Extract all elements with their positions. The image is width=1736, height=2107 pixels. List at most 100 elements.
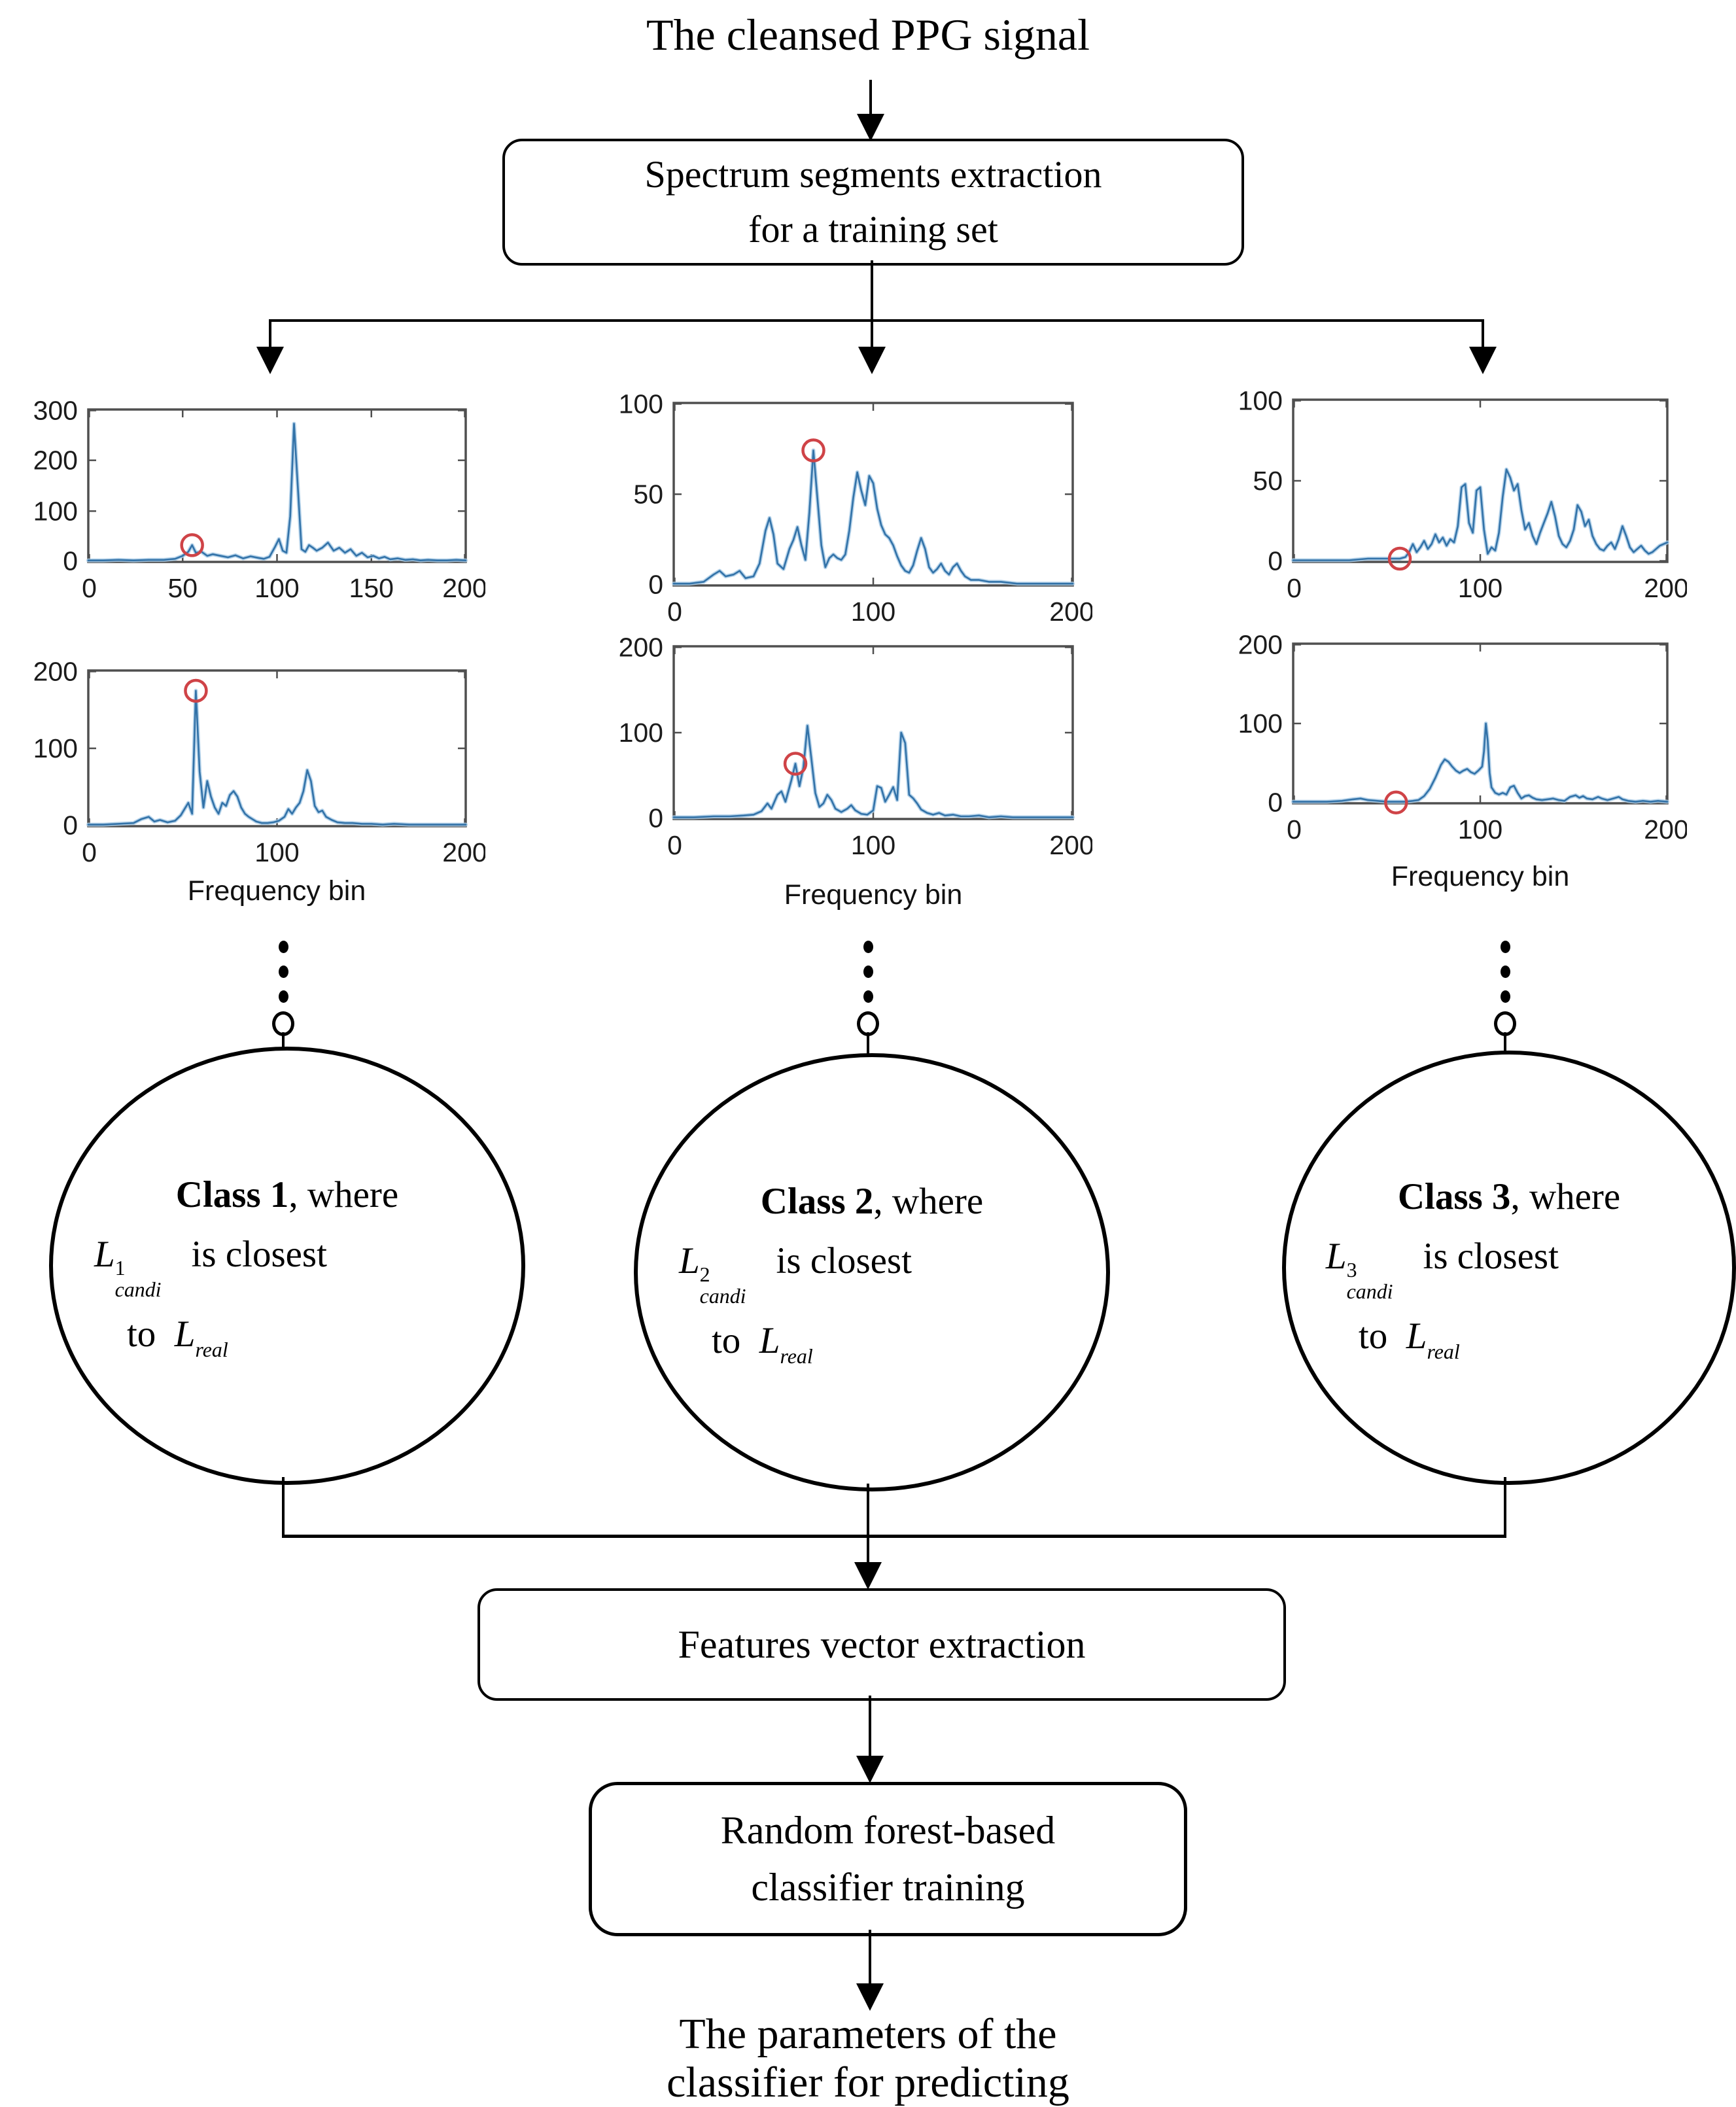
branch-stem-line bbox=[871, 260, 873, 321]
connector-line bbox=[867, 1032, 869, 1056]
merge-center-line bbox=[867, 1484, 869, 1539]
svg-text:0: 0 bbox=[63, 546, 78, 576]
svg-text:0: 0 bbox=[63, 810, 78, 841]
arrow-line-to-rf bbox=[869, 1696, 871, 1757]
arrow-line-to-features bbox=[867, 1538, 869, 1564]
random-forest-box: Random forest-based classifier training bbox=[589, 1782, 1187, 1936]
svg-text:100: 100 bbox=[1458, 573, 1502, 603]
svg-text:50: 50 bbox=[1253, 466, 1283, 496]
random-forest-line1: Random forest-based bbox=[720, 1809, 1056, 1852]
svg-text:0: 0 bbox=[1268, 788, 1283, 818]
arrow-head-title-to-spectrum-icon bbox=[857, 114, 884, 141]
svg-text:200: 200 bbox=[1644, 814, 1687, 845]
svg-text:100: 100 bbox=[1238, 708, 1283, 739]
class3-spectrum-bottom-svg: 0 100 200 0 100 200 bbox=[1238, 630, 1689, 845]
svg-text:0: 0 bbox=[82, 573, 97, 603]
branch-left-arrow-head-icon bbox=[256, 347, 284, 374]
svg-text:200: 200 bbox=[1644, 573, 1687, 603]
peak-marker-icon bbox=[180, 533, 204, 557]
svg-text:100: 100 bbox=[1458, 814, 1502, 845]
branch-right-arrow-head-icon bbox=[1469, 347, 1497, 374]
peak-marker-icon bbox=[184, 678, 208, 703]
svg-text:100: 100 bbox=[33, 733, 78, 763]
arrow-head-to-rf-icon bbox=[856, 1756, 884, 1783]
ellipsis-dot bbox=[863, 990, 873, 1003]
peak-marker-icon bbox=[801, 438, 825, 462]
branch-horizontal-line bbox=[270, 319, 1484, 322]
svg-text:200: 200 bbox=[619, 633, 663, 663]
svg-text:200: 200 bbox=[33, 445, 78, 476]
random-forest-line2: classifier training bbox=[751, 1866, 1025, 1909]
ellipsis-dot bbox=[1501, 966, 1510, 978]
class2-spectrum-plot-bottom: 0 100 200 0 100 200 bbox=[599, 630, 1094, 875]
svg-text:200: 200 bbox=[442, 837, 485, 867]
class-2-target-line: to Lreal bbox=[711, 1319, 813, 1368]
svg-text:100: 100 bbox=[33, 496, 78, 526]
class-3-target-line: to Lreal bbox=[1358, 1315, 1460, 1363]
branch-left-line bbox=[269, 319, 271, 348]
merge-horizontal-line bbox=[282, 1535, 1506, 1538]
page-title: The cleansed PPG signal bbox=[646, 10, 1090, 60]
output-text-line1: The parameters of the bbox=[679, 2010, 1057, 2058]
svg-text:0: 0 bbox=[82, 837, 97, 867]
connector-line bbox=[1504, 1032, 1506, 1053]
svg-text:100: 100 bbox=[851, 597, 895, 627]
svg-text:200: 200 bbox=[33, 657, 78, 687]
output-text-line2: classifier for predicting bbox=[667, 2059, 1069, 2106]
xlabel-col1: Frequency bin bbox=[187, 875, 366, 907]
svg-text:200: 200 bbox=[1049, 830, 1092, 860]
branch-center-line bbox=[871, 319, 873, 348]
svg-text:0: 0 bbox=[648, 570, 663, 600]
peak-marker-icon bbox=[783, 752, 808, 776]
features-box-label: Features vector extraction bbox=[678, 1622, 1086, 1666]
ellipsis-dot bbox=[279, 990, 288, 1003]
connector-circle-icon bbox=[857, 1011, 879, 1036]
features-box: Features vector extraction bbox=[477, 1588, 1286, 1701]
ellipsis-dot bbox=[863, 966, 873, 978]
class-3-title-line: Class 3, where bbox=[1397, 1176, 1621, 1218]
spectrum-extraction-line2: for a training set bbox=[748, 208, 998, 251]
class-1-title-line: Class 1, where bbox=[175, 1174, 399, 1216]
arrow-line-title-to-spectrum bbox=[869, 80, 872, 116]
class2-spectrum-bottom-svg: 0 100 200 0 100 200 bbox=[619, 633, 1094, 861]
class-2-title-line: Class 2, where bbox=[760, 1181, 984, 1223]
svg-text:100: 100 bbox=[619, 718, 663, 748]
class3-spectrum-plot-bottom: 0 100 200 0 100 200 bbox=[1218, 627, 1689, 859]
ellipsis-dot bbox=[1501, 990, 1510, 1003]
connector-line bbox=[282, 1032, 285, 1049]
xlabel-col3: Frequency bin bbox=[1391, 861, 1570, 892]
class-1-target-line: to Lreal bbox=[126, 1313, 228, 1361]
peak-marker-icon bbox=[1384, 790, 1408, 815]
svg-text:150: 150 bbox=[349, 573, 394, 603]
arrow-line-to-output bbox=[869, 1930, 871, 1985]
ellipsis-dot bbox=[279, 966, 288, 978]
arrow-head-to-features-icon bbox=[854, 1562, 882, 1590]
svg-text:0: 0 bbox=[1287, 814, 1302, 845]
svg-text:0: 0 bbox=[667, 597, 682, 627]
svg-text:0: 0 bbox=[667, 830, 682, 860]
ellipsis-dot bbox=[279, 941, 288, 953]
spectrum-extraction-line1: Spectrum segments extraction bbox=[644, 152, 1102, 196]
svg-text:0: 0 bbox=[648, 803, 663, 833]
ellipsis-dot bbox=[1501, 941, 1510, 953]
ellipsis-dot bbox=[863, 941, 873, 953]
svg-text:100: 100 bbox=[851, 830, 895, 860]
svg-text:200: 200 bbox=[1238, 630, 1283, 660]
svg-text:100: 100 bbox=[254, 573, 299, 603]
connector-circle-icon bbox=[272, 1011, 294, 1036]
svg-text:50: 50 bbox=[633, 479, 663, 510]
arrow-head-to-output-icon bbox=[856, 1983, 884, 2011]
merge-right-line bbox=[1504, 1477, 1506, 1537]
